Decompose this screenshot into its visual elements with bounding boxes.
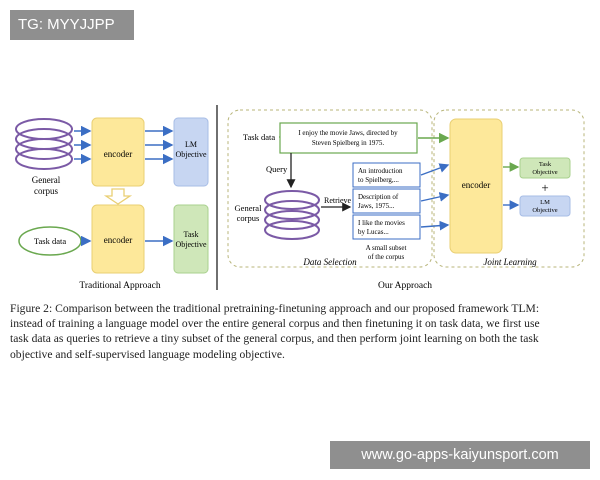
ours-encoder bbox=[449, 118, 503, 254]
traditional-encoder-top-label: encoder bbox=[104, 149, 132, 159]
retrieved-doc-3 bbox=[352, 214, 421, 240]
retrieved-doc-1 bbox=[352, 162, 421, 188]
traditional-encoder-top bbox=[91, 117, 145, 187]
joint-learning-label: Joint Learning bbox=[483, 257, 537, 267]
traditional-corpus-stack bbox=[15, 118, 73, 170]
caption-line: Figure 2: Comparison between the traditi… bbox=[10, 302, 540, 315]
joint-learning-panel bbox=[433, 109, 585, 268]
caption-line: instead of training a language model ove… bbox=[10, 317, 540, 331]
retrieved-doc-2 bbox=[352, 188, 421, 214]
caption-line: objective and self-supervised language m… bbox=[10, 347, 285, 361]
traditional-encoder-bottom bbox=[91, 204, 145, 274]
ours-task-data-label: Task data bbox=[243, 132, 275, 142]
data-selection-label: Data Selection bbox=[302, 257, 357, 267]
our-approach-caption: Our Approach bbox=[378, 281, 432, 291]
traditional-encoder-bottom-label: encoder bbox=[104, 235, 132, 245]
figure-caption: Figure 2: Comparison between the traditi… bbox=[10, 301, 592, 362]
task-sentence-box bbox=[279, 122, 418, 154]
ours-encoder-label: encoder bbox=[462, 180, 490, 190]
overlay-tag: TG: MYYJJPP bbox=[10, 10, 134, 40]
caption-line: task data as queries to retrieve a tiny … bbox=[10, 332, 539, 346]
data-selection-panel bbox=[227, 109, 433, 268]
query-label: Query bbox=[266, 164, 288, 174]
ours-lm-objective bbox=[519, 195, 571, 217]
traditional-caption: Traditional Approach bbox=[79, 281, 160, 291]
watermark: www.go-apps-kaiyunsport.com bbox=[330, 441, 590, 469]
retrieve-label: Retrieve bbox=[324, 196, 352, 205]
traditional-task-objective bbox=[173, 204, 209, 274]
ours-task-objective bbox=[519, 157, 571, 179]
traditional-lm-objective bbox=[173, 117, 209, 187]
traditional-task-data-label: Task data bbox=[34, 236, 66, 246]
ours-corpus-stack bbox=[264, 190, 320, 240]
plus-sign: + bbox=[541, 180, 548, 195]
traditional-down-arrow bbox=[103, 188, 133, 205]
